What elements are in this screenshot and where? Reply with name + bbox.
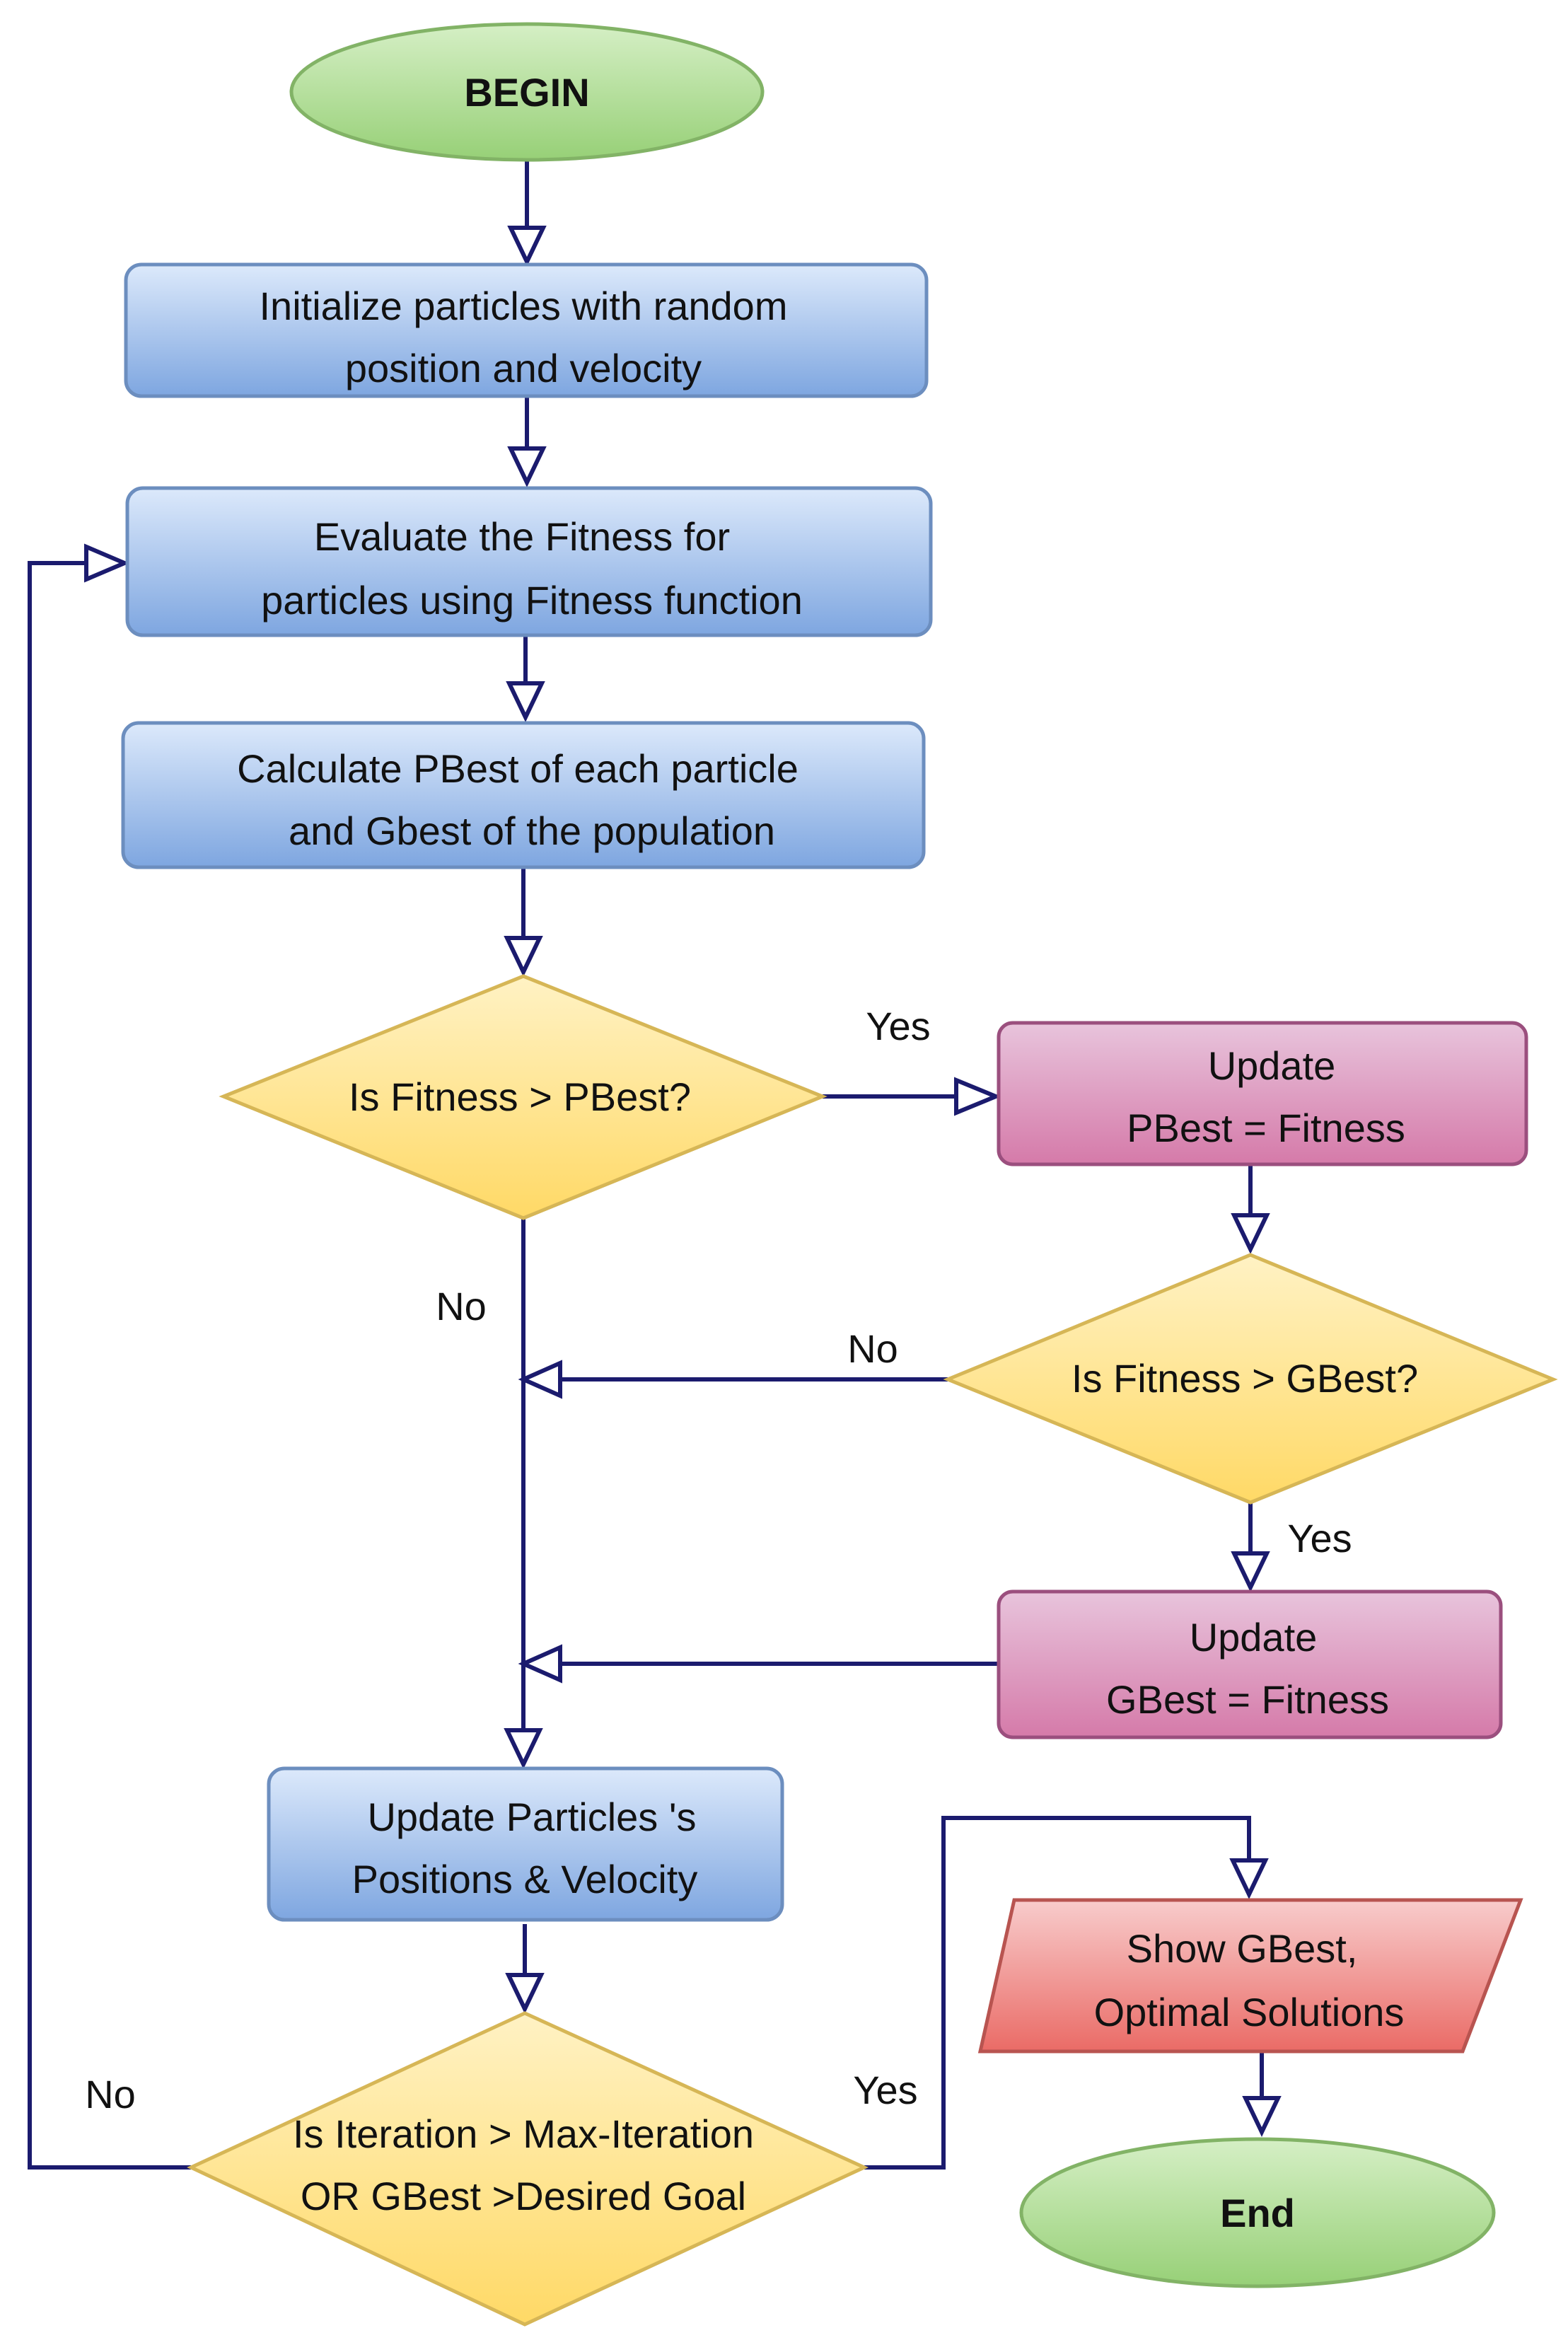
init-label-line1: Initialize particles with random (260, 284, 788, 328)
evaluate-label-line1: Evaluate the Fitness for (314, 514, 730, 559)
label-iter-no: No (85, 2072, 136, 2116)
arrowhead-down (1242, 2096, 1282, 2137)
arrowhead-down (504, 936, 543, 977)
arrowhead-left (518, 1360, 562, 1399)
show-label-line2: Optimal Solutions (1094, 1990, 1405, 2034)
update-pbest-label-line1: Update (1208, 1043, 1336, 1088)
end-terminal: End (1019, 2137, 1496, 2288)
decision-iteration-label-line1: Is Iteration > Max-Iteration (293, 2112, 754, 2156)
update-pbest-process: Update PBest = Fitness (997, 1021, 1528, 1166)
calculate-label-line1: Calculate PBest of each particle (237, 746, 798, 791)
edge-iter-no (28, 561, 191, 2170)
show-label-line1: Show GBest, (1127, 1926, 1358, 1971)
update-gbest-process: Update GBest = Fitness (997, 1589, 1503, 1739)
evaluate-label-line2: particles using Fitness function (261, 578, 803, 622)
arrowhead-down (505, 1973, 545, 2014)
decision-iteration: Is Iteration > Max-Iteration OR GBest >D… (187, 2011, 869, 2327)
decision-gbest-label: Is Fitness > GBest? (1072, 1356, 1418, 1401)
arrowhead-down (507, 446, 547, 487)
arrowhead-down (504, 1728, 543, 1769)
edge-iter-yes (864, 1816, 1251, 2170)
arrowhead-down (507, 226, 547, 267)
arrowhead-right (954, 1077, 1001, 1116)
show-gbest-output: Show GBest, Optimal Solutions (977, 1898, 1523, 2054)
end-label: End (1220, 2191, 1295, 2235)
update-gbest-label-line1: Update (1190, 1615, 1318, 1660)
update-pbest-label-line2: PBest = Fitness (1127, 1106, 1405, 1150)
edge-labels: Yes No No Yes No Yes (85, 1004, 1352, 2116)
update-particles-label-line1: Update Particles 's (367, 1795, 696, 1839)
decision-pbest: Is Fitness > PBest? (219, 974, 827, 1220)
decision-pbest-label: Is Fitness > PBest? (349, 1075, 691, 1119)
arrowhead-down (1231, 1213, 1270, 1254)
label-gbest-yes: Yes (1287, 1516, 1352, 1560)
update-particles-label-line2: Positions & Velocity (352, 1857, 698, 1901)
update-particles-process: Update Particles 's Positions & Velocity (267, 1766, 784, 1922)
arrowhead-right (84, 543, 130, 583)
arrowhead-down (1229, 1858, 1269, 1899)
begin-label: BEGIN (464, 70, 589, 115)
arrowhead-left (518, 1644, 562, 1684)
init-label-line2: position and velocity (345, 346, 702, 390)
label-pbest-no: No (436, 1284, 487, 1328)
calculate-process: Calculate PBest of each particle and Gbe… (121, 721, 926, 869)
update-gbest-label-line2: GBest = Fitness (1106, 1677, 1389, 1722)
calculate-label-line2: and Gbest of the population (289, 809, 775, 853)
decision-gbest: Is Fitness > GBest? (943, 1253, 1558, 1505)
edges (28, 161, 1282, 2170)
decision-iteration-label-line2: OR GBest >Desired Goal (301, 2174, 746, 2218)
arrowhead-down (506, 681, 545, 722)
evaluate-process: Evaluate the Fitness for particles using… (125, 486, 933, 637)
begin-terminal: BEGIN (289, 22, 765, 162)
label-gbest-no: No (847, 1326, 898, 1371)
init-process: Initialize particles with random positio… (124, 262, 929, 398)
label-pbest-yes: Yes (866, 1004, 930, 1048)
label-iter-yes: Yes (853, 2068, 917, 2112)
arrowhead-down (1231, 1551, 1270, 1592)
